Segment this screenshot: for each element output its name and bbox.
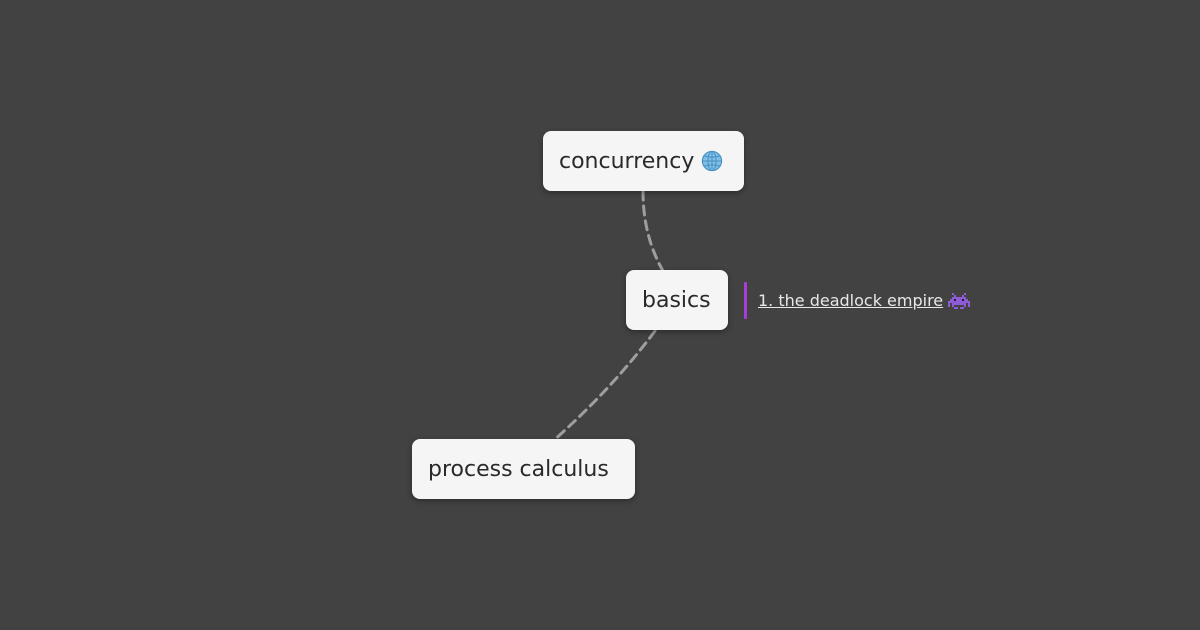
node-basics[interactable]: basics [626,270,728,330]
edge-concurrency-basics [641,189,665,273]
globe-icon [702,150,723,172]
edge-basics-process-calculus [551,329,657,443]
node-concurrency[interactable]: concurrency [543,131,744,191]
deadlock-empire-link[interactable]: 1. the deadlock empire [758,291,943,310]
node-process-calculus[interactable]: process calculus [412,439,635,499]
link-accent-bar [744,282,747,319]
node-basics-label: basics [642,287,711,313]
node-concurrency-label: concurrency [559,148,695,174]
node-process-calculus-label: process calculus [428,456,609,482]
deadlock-empire-link-label: 1. the deadlock empire [758,291,944,310]
space-invader-icon [948,292,971,309]
link-entry: 1. the deadlock empire [744,282,971,319]
